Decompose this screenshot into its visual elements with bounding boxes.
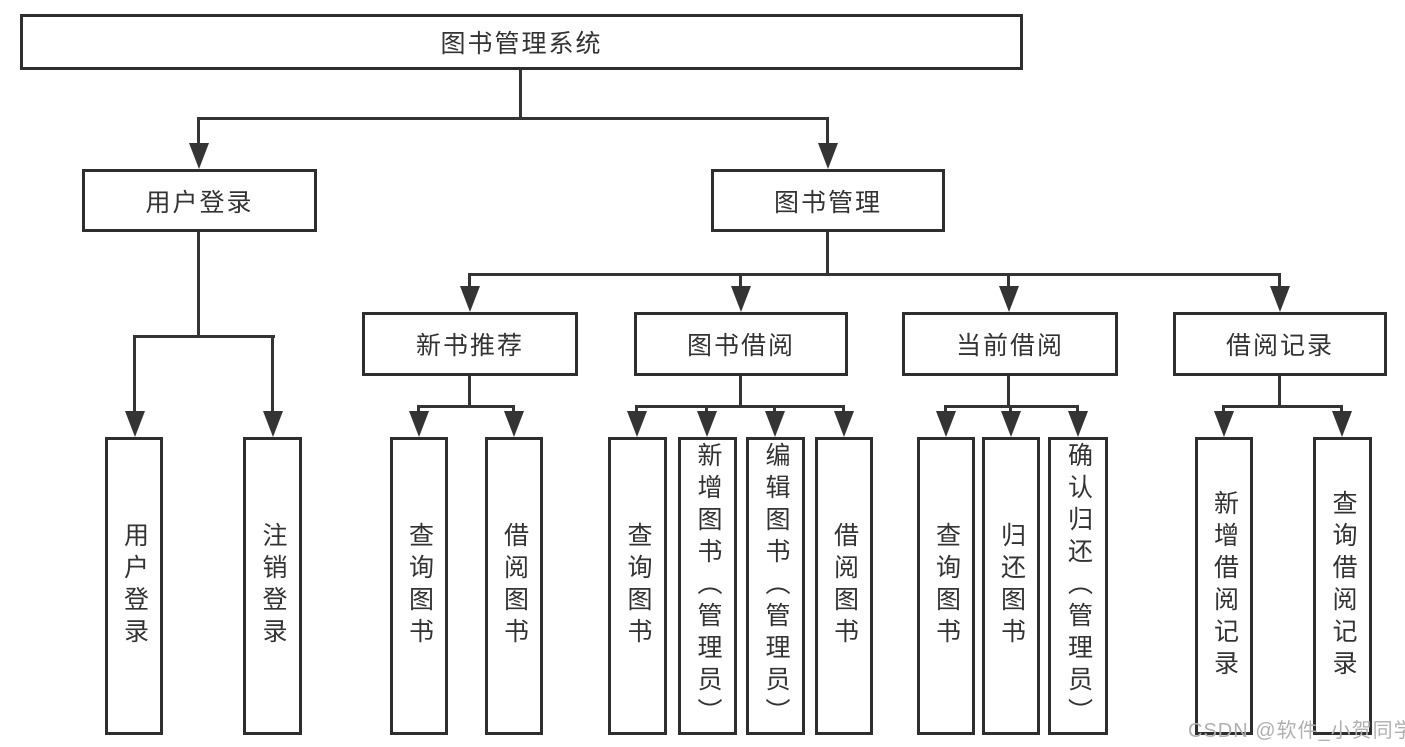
- arrow-down-icon: [1270, 286, 1290, 312]
- connector-root-cross: [197, 117, 829, 120]
- arrow-down-icon: [999, 286, 1019, 312]
- node-leaf-cb-return-label: 归还图书: [997, 522, 1026, 650]
- node-book-mgmt-label: 图书管理: [773, 188, 882, 217]
- connector-new-book-rec-stem: [468, 376, 471, 405]
- arrow-down-icon: [504, 411, 524, 437]
- node-new-book-rec: 新书推荐: [362, 312, 578, 376]
- arrow-down-icon: [765, 411, 785, 437]
- node-leaf-br-add: 新增借阅记录: [1195, 437, 1253, 735]
- arrow-down-icon: [1068, 411, 1088, 437]
- arrow-down-icon: [834, 411, 854, 437]
- arrow-down-icon: [1214, 411, 1234, 437]
- arrow-down-icon: [460, 286, 480, 312]
- connector-user-login-stem: [197, 232, 200, 335]
- node-library-system: 图书管理系统: [20, 14, 1023, 70]
- node-leaf-bb-add: 新增图书（管理员）: [678, 437, 737, 735]
- node-leaf-cb-confirm: 确认归还（管理员）: [1048, 437, 1108, 735]
- node-leaf-bb-query: 查询图书: [608, 437, 667, 735]
- node-user-login-label: 用户登录: [145, 188, 254, 217]
- node-leaf-bb-query-label: 查询图书: [624, 522, 652, 650]
- connector-book-borrow-cross: [635, 405, 845, 408]
- node-borrow-records-label: 借阅记录: [1225, 332, 1334, 360]
- node-leaf-login: 用户登录: [105, 437, 163, 735]
- arrow-down-icon: [936, 411, 956, 437]
- arrow-down-icon: [125, 411, 145, 437]
- connector-borrow-records-cross: [1222, 405, 1343, 408]
- node-leaf-cb-query: 查询图书: [917, 437, 975, 735]
- connector-to-book-mgmt: [826, 117, 829, 147]
- node-leaf-br-query-label: 查询借阅记录: [1329, 490, 1357, 682]
- connector-to-leaf: [842, 405, 845, 415]
- connector-new-book-rec-cross: [417, 405, 515, 408]
- arrow-down-icon: [263, 411, 283, 437]
- connector-to-user-login: [197, 117, 200, 147]
- arrow-down-icon: [1001, 411, 1021, 437]
- node-leaf-logout-label: 注销登录: [259, 522, 287, 650]
- arrow-down-icon: [731, 286, 751, 312]
- connector-root-stem: [519, 70, 522, 118]
- connector-to-leaf: [635, 405, 638, 415]
- node-current-borrow-label: 当前借阅: [955, 332, 1064, 360]
- connector-to-leaf: [1222, 405, 1225, 415]
- connector-to-book-borrow: [739, 273, 742, 289]
- csdn-watermark: CSDN @软件_小贺同学: [1188, 720, 1405, 742]
- connector-to-leaf-login: [133, 335, 136, 413]
- arrow-down-icon: [818, 143, 838, 169]
- node-book-mgmt: 图书管理: [711, 169, 945, 232]
- node-leaf-logout: 注销登录: [243, 437, 302, 735]
- node-user-login: 用户登录: [82, 169, 317, 232]
- connector-to-current-borrow: [1007, 273, 1010, 289]
- connector-book-mgmt-stem: [826, 232, 829, 273]
- node-leaf-bb-edit-label: 编辑图书（管理员）: [762, 442, 790, 730]
- connector-to-leaf: [773, 405, 776, 415]
- node-leaf-bb-edit: 编辑图书（管理员）: [746, 437, 805, 735]
- connector-to-leaf: [1076, 405, 1079, 415]
- node-current-borrow: 当前借阅: [902, 312, 1118, 376]
- node-leaf-bb-borrow-label: 借阅图书: [830, 522, 859, 650]
- arrow-down-icon: [409, 411, 429, 437]
- node-leaf-cb-query-label: 查询图书: [932, 522, 961, 650]
- node-book-borrow: 图书借阅: [634, 312, 848, 376]
- arrow-down-icon: [189, 143, 209, 169]
- connector-to-leaf: [512, 405, 515, 415]
- node-library-system-label: 图书管理系统: [440, 30, 603, 58]
- node-leaf-bb-borrow: 借阅图书: [815, 437, 873, 735]
- connector-to-leaf-logout: [271, 335, 274, 413]
- node-borrow-records: 借阅记录: [1173, 312, 1387, 376]
- arrow-down-icon: [1332, 411, 1352, 437]
- connector-current-borrow-stem: [1007, 376, 1010, 405]
- node-new-book-rec-label: 新书推荐: [415, 332, 524, 360]
- connector-to-leaf: [944, 405, 947, 415]
- connector-user-login-cross: [133, 335, 275, 338]
- node-leaf-br-query: 查询借阅记录: [1313, 437, 1372, 735]
- connector-to-new-book-rec: [468, 273, 471, 289]
- arrow-down-icon: [627, 411, 647, 437]
- connector-to-leaf: [1009, 405, 1012, 415]
- arrow-down-icon: [697, 411, 717, 437]
- connector-to-leaf: [705, 405, 708, 415]
- connector-to-leaf: [417, 405, 420, 415]
- connector-book-borrow-stem: [739, 376, 742, 405]
- node-leaf-cb-return: 归还图书: [982, 437, 1040, 735]
- node-leaf-login-label: 用户登录: [120, 522, 149, 650]
- node-leaf-bb-add-label: 新增图书（管理员）: [694, 442, 722, 730]
- connector-book-mgmt-cross: [468, 273, 1281, 276]
- connector-to-leaf: [1340, 405, 1343, 415]
- connector-borrow-records-stem: [1278, 376, 1281, 405]
- node-book-borrow-label: 图书借阅: [686, 332, 795, 360]
- connector-to-borrow-records: [1278, 273, 1281, 289]
- node-leaf-nbr-query: 查询图书: [390, 437, 448, 735]
- node-leaf-br-add-label: 新增借阅记录: [1210, 490, 1239, 682]
- node-leaf-nbr-borrow: 借阅图书: [485, 437, 543, 735]
- node-leaf-nbr-query-label: 查询图书: [405, 522, 434, 650]
- node-leaf-cb-confirm-label: 确认归还（管理员）: [1064, 442, 1093, 730]
- node-leaf-nbr-borrow-label: 借阅图书: [500, 522, 529, 650]
